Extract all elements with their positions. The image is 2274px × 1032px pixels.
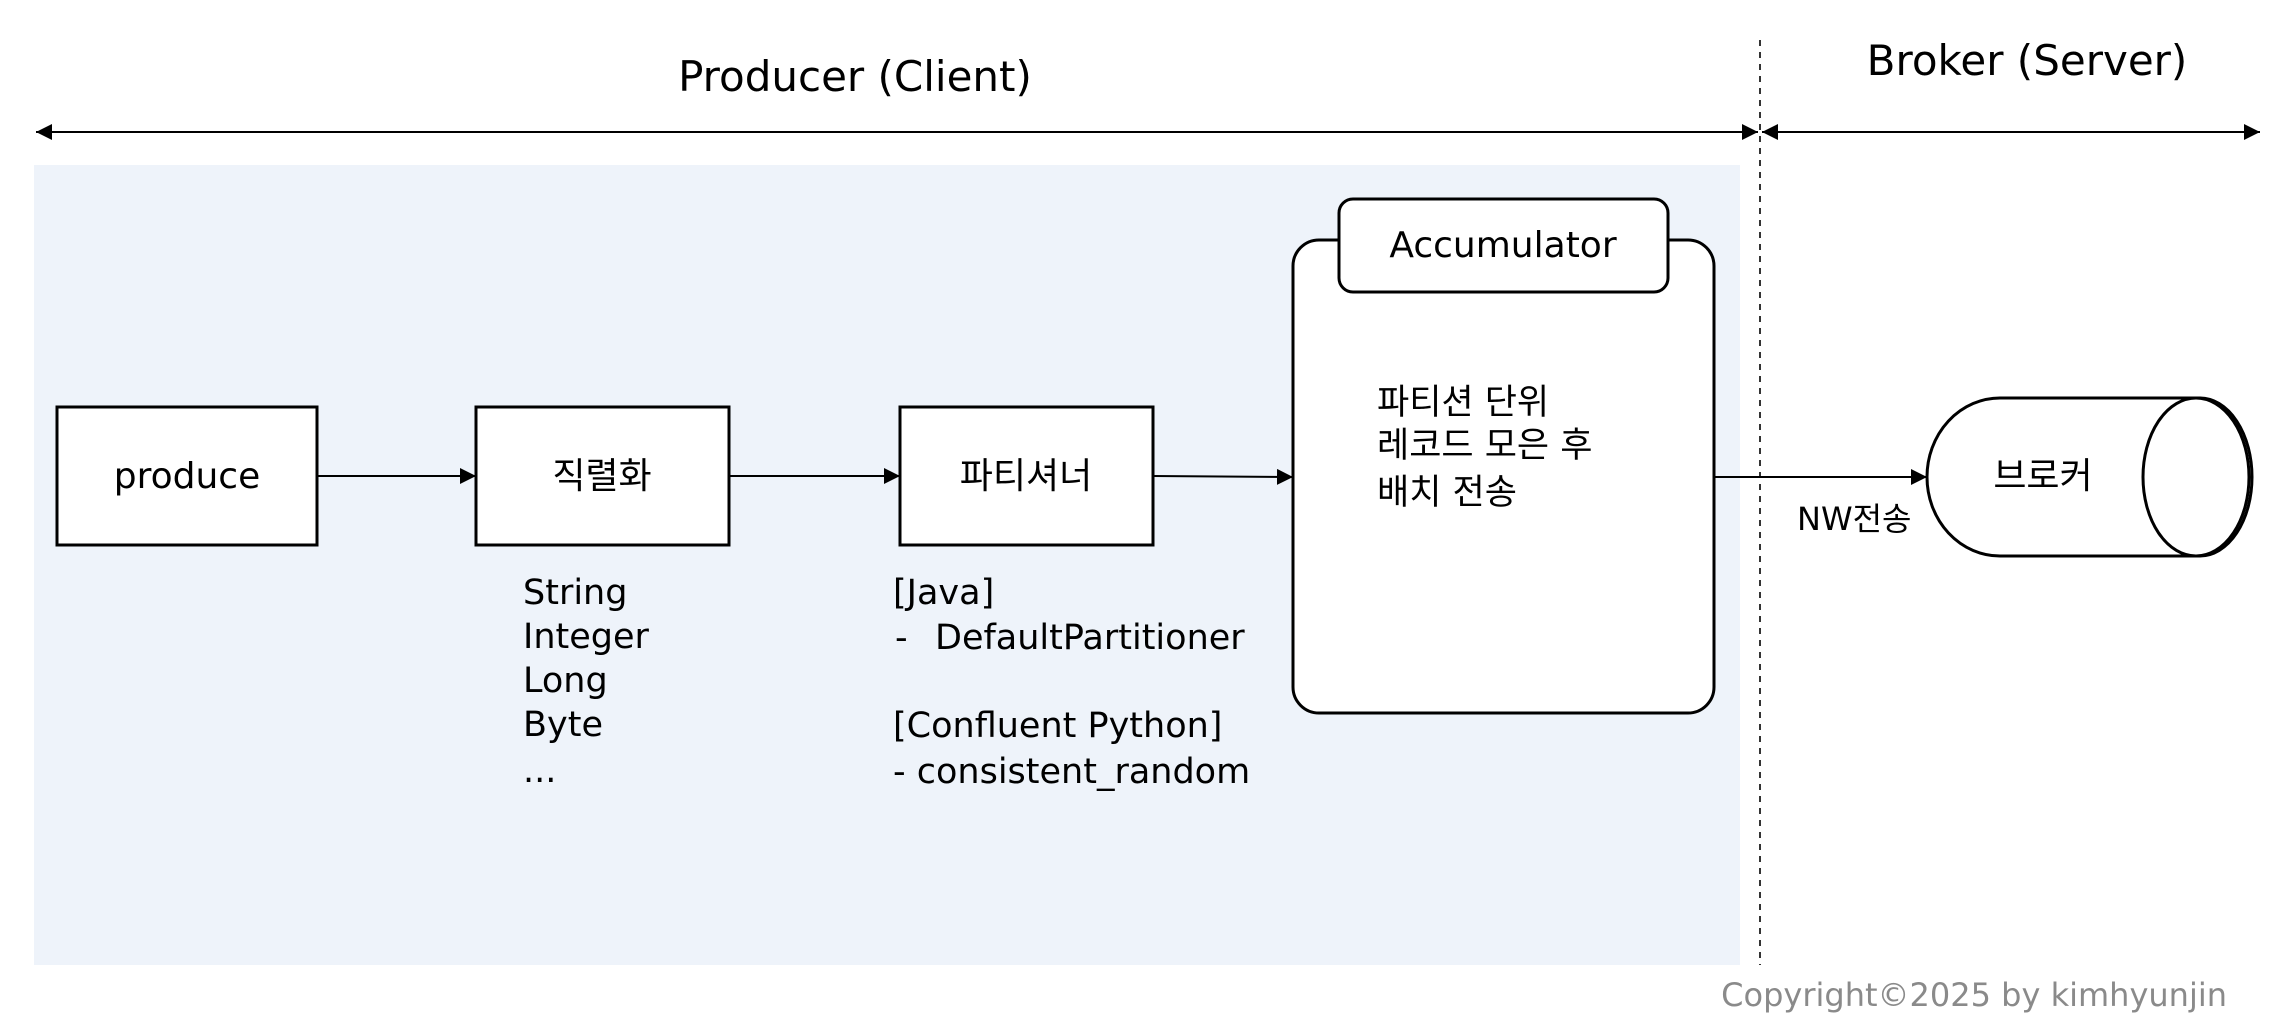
partitioner-java-header: [Java] xyxy=(893,573,994,613)
accumulator-desc-line-1: 파티션 단위 xyxy=(1377,383,1549,423)
partitioner-python-header: [Confluent Python] xyxy=(893,706,1222,746)
accumulator-title: Accumulator xyxy=(1389,225,1616,266)
network-transfer-label: NW전송 xyxy=(1797,500,1911,538)
partitioner-java-item: DefaultPartitioner xyxy=(935,618,1245,658)
serializer-type-more: ... xyxy=(523,751,556,791)
serializer-type-byte: Byte xyxy=(523,705,603,745)
produce-label: produce xyxy=(114,456,261,497)
partitioner-python-item: - consistent_random xyxy=(893,752,1250,792)
accumulator-desc-line-3: 배치 전송 xyxy=(1377,473,1517,513)
arrow-partitioner-to-accumulator xyxy=(1152,468,1294,485)
serializer-type-long: Long xyxy=(523,661,608,701)
broker-label: 브로커 xyxy=(1993,456,2092,497)
produce-box xyxy=(55,405,319,547)
serializer-type-string: String xyxy=(523,573,627,613)
accumulator-desc-line-2: 레코드 모은 후 xyxy=(1377,426,1592,466)
broker-title: Broker (Server) xyxy=(1867,36,2188,85)
broker-cylinder xyxy=(1925,396,2254,558)
serializer-type-integer: Integer xyxy=(523,617,650,657)
accumulator-header xyxy=(1337,197,1670,294)
producer-title: Producer (Client) xyxy=(678,52,1032,101)
serializer-box xyxy=(474,405,731,547)
serializer-label: 직렬화 xyxy=(552,456,651,497)
copyright-text: Copyright©2025 by kimhyunjin xyxy=(1721,976,2227,1014)
partitioner-java-dash: - xyxy=(895,618,908,658)
partitioner-label: 파티셔너 xyxy=(960,456,1092,497)
